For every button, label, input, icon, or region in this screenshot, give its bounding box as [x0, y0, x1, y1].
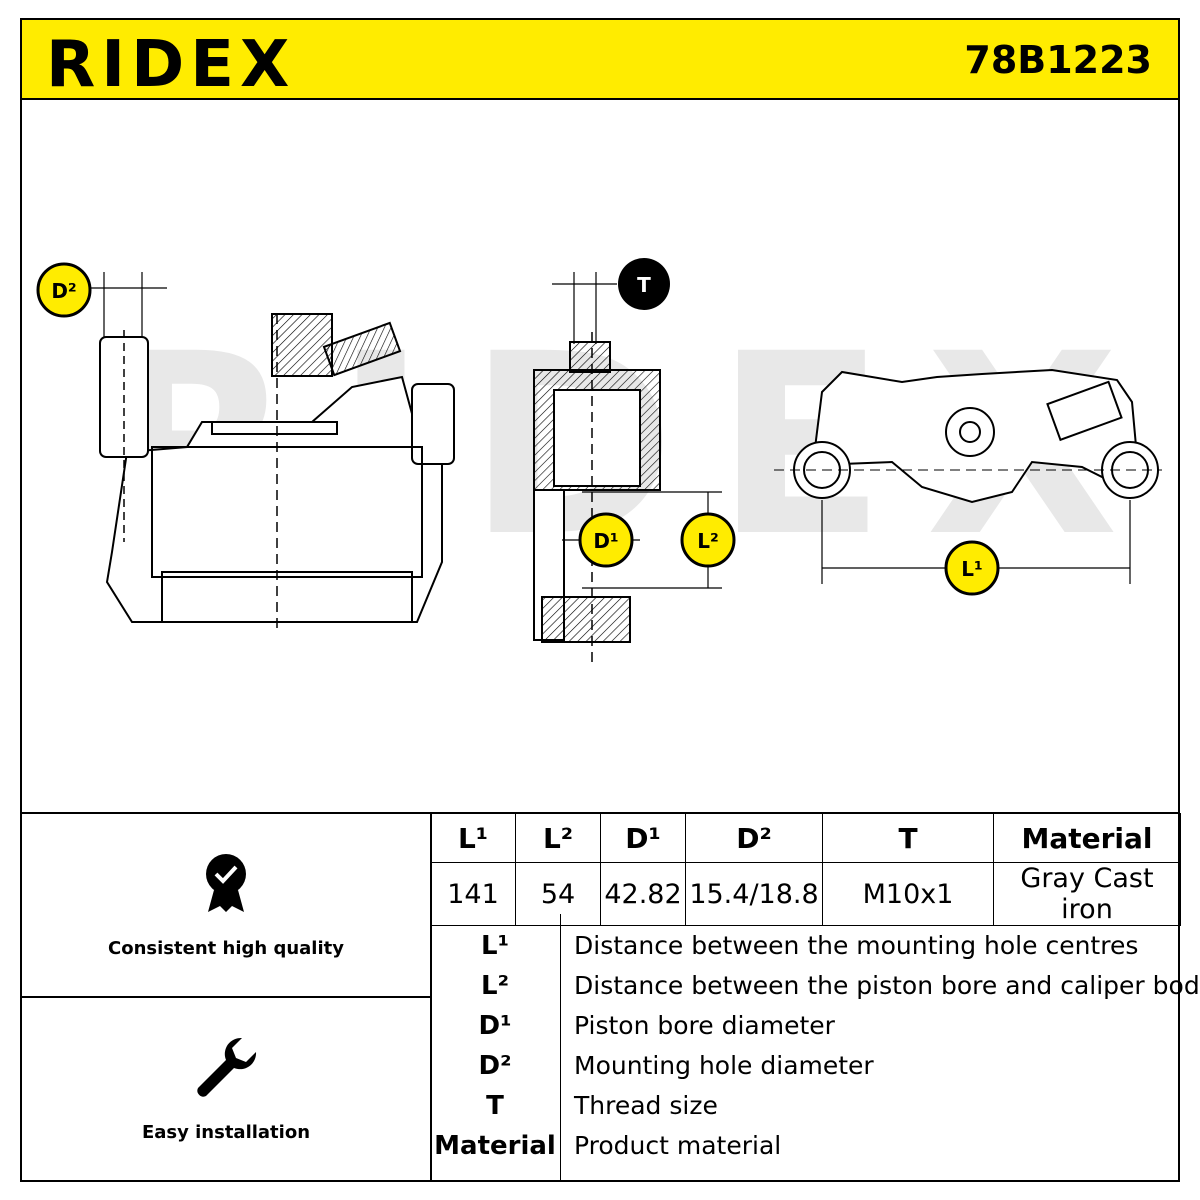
legend-row: L² Distance between the piston bore and … [430, 966, 1200, 1006]
spec-value-l2: 54 [515, 862, 601, 926]
spec-header-d2: D² [685, 813, 823, 863]
technical-drawing: RIDEX D² T [36, 258, 1162, 662]
legend-description: Mounting hole diameter [574, 1051, 874, 1080]
header-bar: RIDEX 78B1223 [20, 18, 1180, 100]
legend-key: L² [481, 971, 509, 1001]
svg-text:T: T [637, 273, 651, 297]
spec-value-t: M10x1 [822, 862, 994, 926]
ridex-logo: RIDEX [46, 28, 295, 96]
spec-value-row: 141 54 42.82 15.4/18.8 M10x1 Gray Cast i… [430, 862, 1181, 926]
spec-value-d2: 15.4/18.8 [685, 862, 823, 926]
legend-key: Material [434, 1131, 556, 1161]
l1-badge: L¹ [944, 540, 1000, 596]
legend-row: T Thread size [430, 1086, 1178, 1126]
t-dimension [552, 272, 617, 344]
l2-badge: L² [680, 512, 736, 568]
svg-text:D¹: D¹ [593, 529, 618, 553]
spec-header-material: Material [993, 813, 1181, 863]
spec-header-l1: L¹ [430, 813, 516, 863]
legend-description: Thread size [574, 1091, 718, 1120]
spec-header-l2: L² [515, 813, 601, 863]
d2-badge: D² [36, 262, 92, 318]
spec-value-material: Gray Cast iron [993, 862, 1181, 926]
spec-header-t: T [822, 813, 994, 863]
caliper-top-view [774, 368, 1162, 504]
legend-row: L¹ Distance between the mounting hole ce… [430, 926, 1178, 966]
spec-header-d1: D¹ [600, 813, 686, 863]
brand-logo-text: RIDEX [46, 28, 295, 96]
legend-row: Material Product material [430, 1126, 1178, 1166]
spec-header-row: L¹ L² D¹ D² T Material [430, 813, 1181, 863]
spec-value-l1: 141 [430, 862, 516, 926]
legend-divider [560, 914, 561, 1180]
feature-label-quality: Consistent high quality [108, 938, 344, 959]
legend-description: Piston bore diameter [574, 1011, 835, 1040]
feature-label-installation: Easy installation [141, 1122, 311, 1143]
legend-key: L¹ [481, 931, 509, 961]
legend-key: T [486, 1091, 504, 1121]
caliper-front-view [99, 313, 455, 632]
legend-description: Distance between the mounting hole centr… [574, 931, 1139, 960]
spec-table: L¹ L² D¹ D² T Material 141 54 42.82 15.4… [430, 813, 1181, 926]
quality-badge-icon [206, 854, 246, 912]
t-badge: T [618, 258, 670, 310]
d1-badge: D¹ [578, 512, 634, 568]
legend-description: Product material [574, 1131, 782, 1160]
d2-dimension [82, 272, 167, 337]
legend-description: Distance between the piston bore and cal… [574, 971, 1200, 1000]
svg-text:D²: D² [51, 279, 76, 303]
svg-text:L¹: L¹ [961, 557, 983, 581]
wrench-icon [197, 1037, 257, 1097]
part-number: 78B1223 [964, 38, 1152, 82]
caliper-section-view [533, 332, 661, 662]
feature-separator [20, 996, 432, 998]
legend-row: D² Mounting hole diameter [430, 1046, 1178, 1086]
spec-value-d1: 42.82 [600, 862, 686, 926]
svg-text:L²: L² [697, 529, 719, 553]
legend-key: D² [478, 1051, 512, 1081]
legend-row: D¹ Piston bore diameter [430, 1006, 1178, 1046]
legend-key: D¹ [478, 1011, 512, 1041]
